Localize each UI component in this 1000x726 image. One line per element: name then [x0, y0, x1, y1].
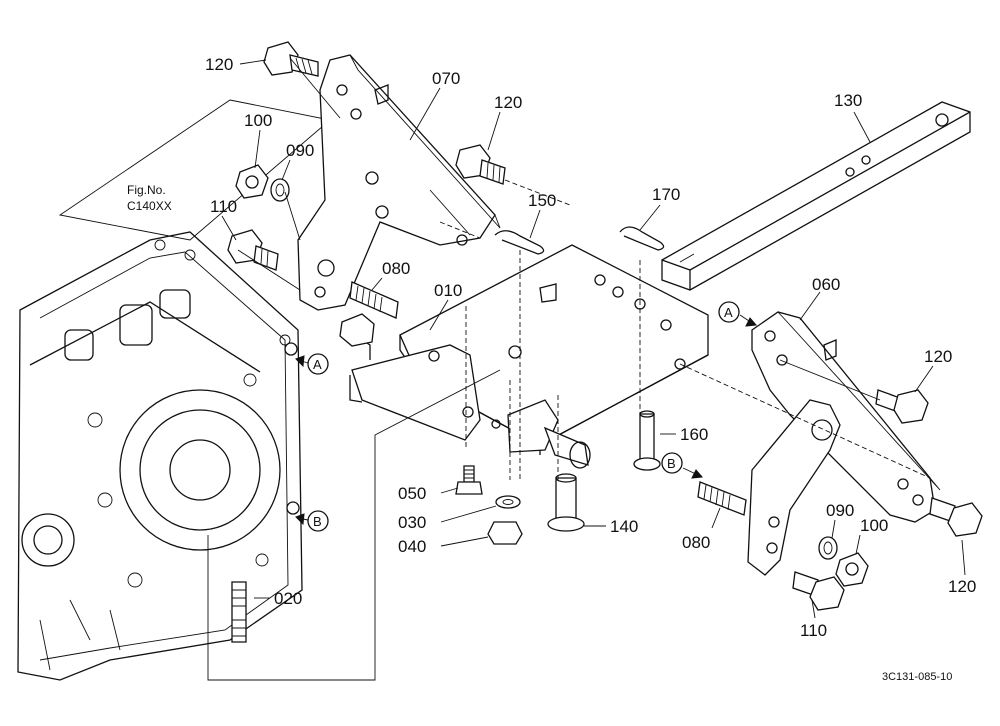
pin-140	[547, 473, 585, 532]
part-label-130: 130	[834, 91, 862, 110]
part-label-080-right: 080	[682, 533, 710, 552]
part-label-120-top: 120	[205, 55, 233, 74]
part-label-150: 150	[528, 191, 556, 210]
part-label-160: 160	[680, 425, 708, 444]
part-label-060: 060	[812, 275, 840, 294]
clip-pin-150	[494, 230, 545, 255]
part-label-030: 030	[398, 513, 426, 532]
part-label-120-right: 120	[924, 347, 952, 366]
assembly-lines	[207, 57, 931, 681]
part-label-100-right: 100	[860, 516, 888, 535]
nut-040	[487, 521, 523, 545]
ref-letter-a-left: A	[313, 357, 322, 372]
part-label-010: 010	[434, 281, 462, 300]
part-label-140: 140	[610, 517, 638, 536]
clip-pin-170	[619, 226, 665, 251]
main-bracket-010	[339, 244, 709, 469]
nut-100-left	[235, 164, 269, 199]
washer-030	[495, 495, 521, 509]
pin-160	[633, 410, 661, 471]
bolt-110-right	[792, 571, 845, 611]
part-label-110-left: 110	[210, 197, 237, 216]
part-label-050: 050	[398, 484, 426, 503]
washer-090-left	[270, 178, 290, 202]
bolt-050	[455, 465, 483, 495]
bolt-110-left	[227, 229, 279, 271]
figure-ref-line2: C140XX	[127, 199, 172, 213]
part-label-120-mid: 120	[494, 93, 522, 112]
drawbar-130	[661, 101, 971, 291]
washer-030-hole	[502, 499, 514, 505]
bolt-120-bottom	[929, 497, 983, 537]
bolt-120-mid	[455, 144, 506, 185]
part-label-020: 020	[274, 589, 302, 608]
part-label-110-right: 110	[800, 621, 827, 640]
washer-090-right	[818, 536, 838, 560]
bracket-070	[297, 54, 501, 311]
drawing-id: 3C131-085-10	[882, 671, 952, 683]
stud-080-right	[697, 481, 747, 516]
part-label-040: 040	[398, 537, 426, 556]
part-label-090-right: 090	[826, 501, 854, 520]
part-label-090-left: 090	[286, 141, 314, 160]
ref-letter-b-left: B	[313, 514, 322, 529]
ref-letter-b-right: B	[667, 456, 676, 471]
bolt-120-right	[875, 389, 929, 424]
part-label-120-bottom: 120	[948, 577, 976, 596]
ref-letter-a-right: A	[724, 305, 733, 320]
part-label-170: 170	[652, 185, 680, 204]
bracket-060	[747, 311, 941, 576]
bolt-120-top	[263, 41, 319, 77]
part-label-100-left: 100	[244, 111, 272, 130]
ref-circles	[307, 301, 740, 532]
part-label-080-left: 080	[382, 259, 410, 278]
stud-080-left	[349, 281, 399, 319]
figure-ref-leader	[58, 99, 331, 241]
figure-ref-line1: Fig.No.	[127, 183, 166, 197]
transmission-housing	[17, 231, 303, 681]
stud-020	[231, 581, 247, 643]
label-leaders	[221, 59, 966, 619]
part-label-070: 070	[432, 69, 460, 88]
ref-letter-arrows	[295, 314, 758, 526]
nut-100-right	[835, 552, 869, 587]
